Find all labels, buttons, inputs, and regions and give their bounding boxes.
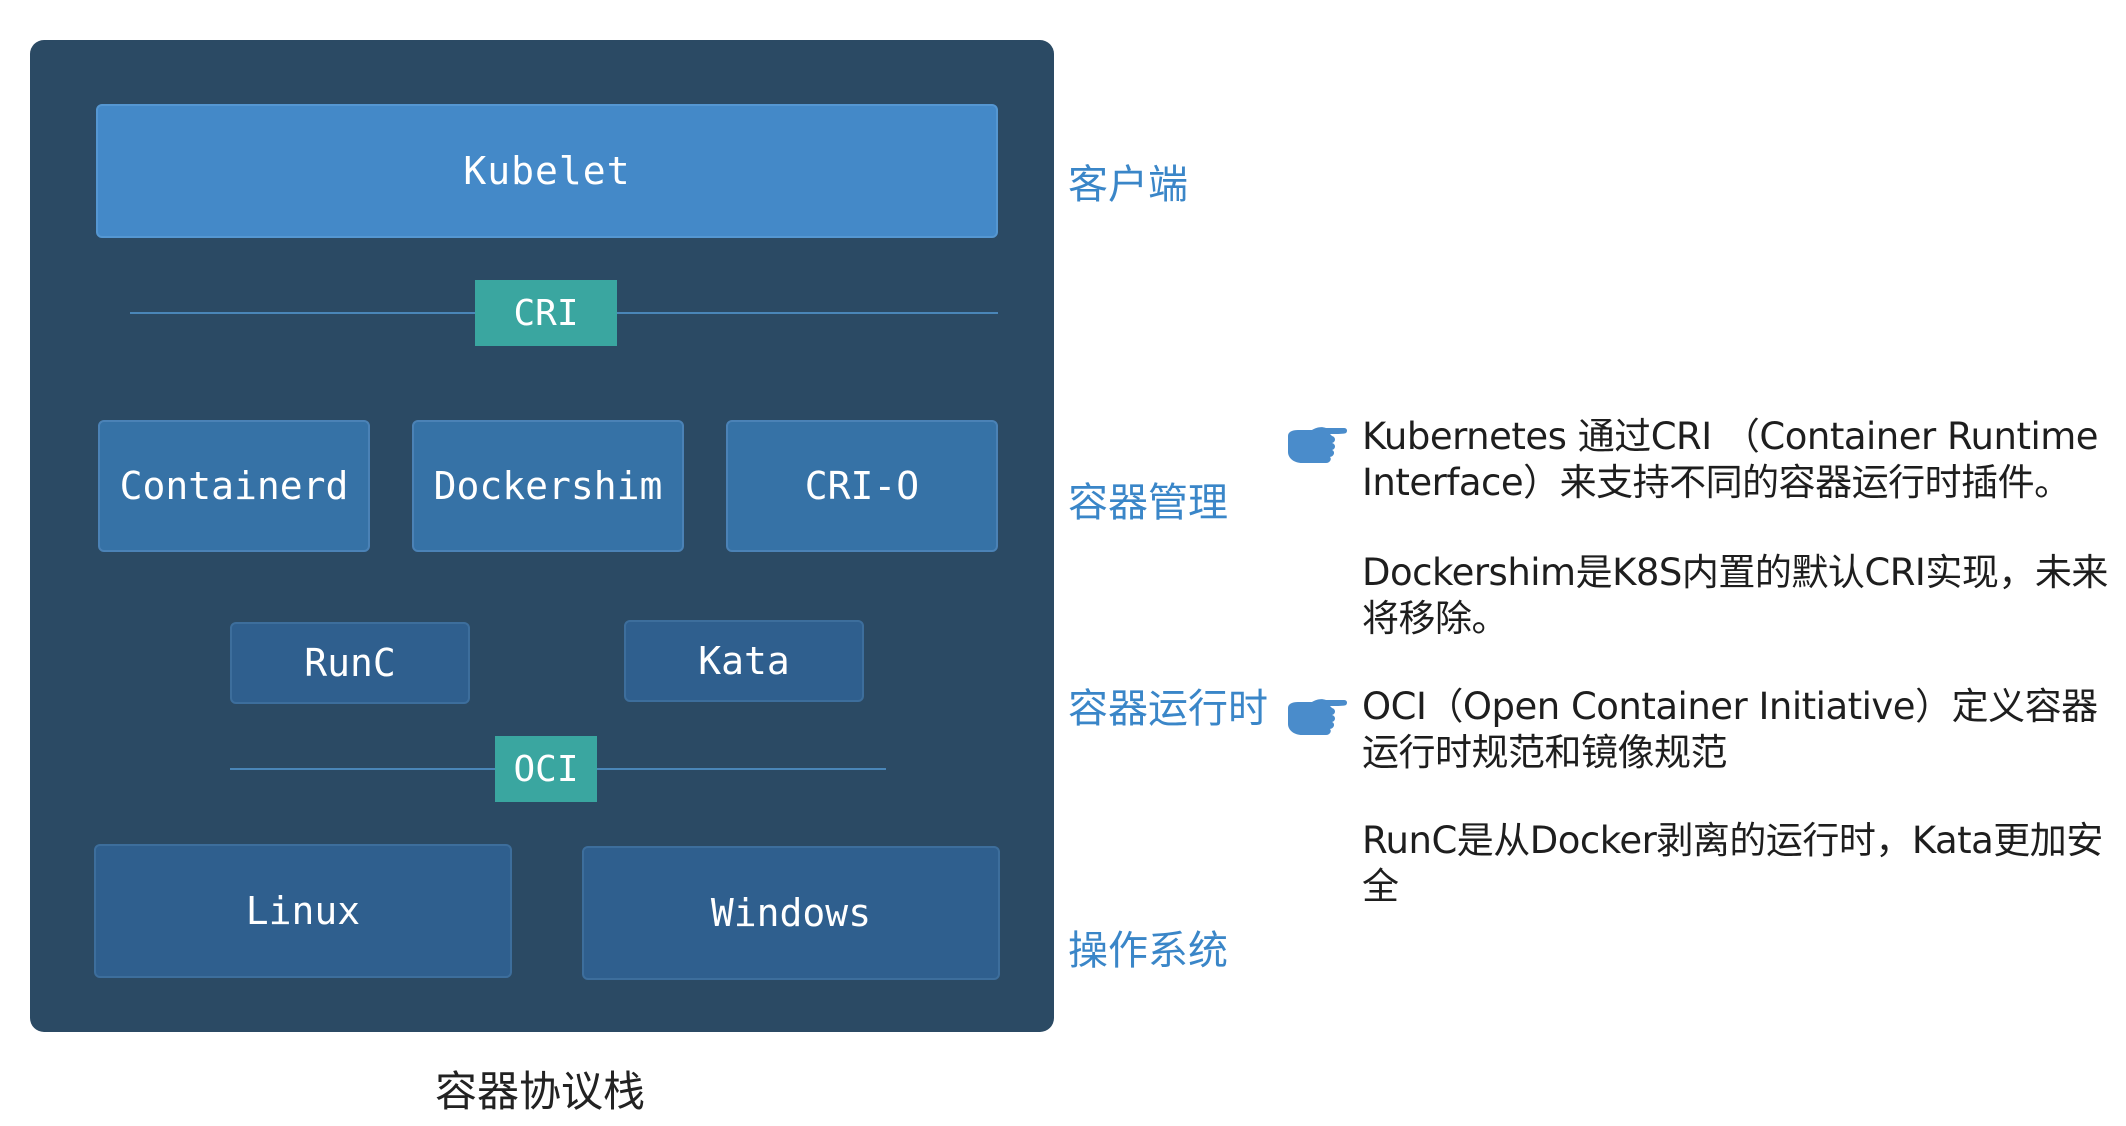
runc-box: RunC	[230, 622, 470, 704]
windows-box: Windows	[582, 846, 1000, 980]
linux-box: Linux	[94, 844, 512, 978]
oci-note: OCI（Open Container Initiative）定义容器 运行时规范…	[1362, 684, 2124, 776]
dockershim-note: Dockershim是K8S内置的默认CRI实现，未来 将移除。	[1362, 550, 2124, 642]
oci-note-line-2: 运行时规范和镜像规范	[1362, 731, 1728, 774]
dockershim-note-line-2: 将移除。	[1362, 597, 1509, 640]
cri-note-line-1: Kubernetes 通过CRI （Container Runtime	[1362, 415, 2099, 458]
dockershim-box: Dockershim	[412, 420, 684, 552]
pointing-hand-icon	[1288, 699, 1348, 735]
dockershim-note-line-1: Dockershim是K8S内置的默认CRI实现，未来	[1362, 551, 2108, 594]
pointing-hand-icon	[1288, 427, 1348, 463]
cri-note: Kubernetes 通过CRI （Container Runtime Inte…	[1362, 414, 2124, 506]
cri-o-box: CRI-O	[726, 420, 998, 552]
runc-note-line-2: 全	[1362, 865, 1399, 908]
stack-caption: 容器协议栈	[434, 1067, 645, 1116]
container-protocol-stack: Kubelet CRI Containerd Dockershim CRI-O …	[30, 40, 1054, 1032]
kubelet-box: Kubelet	[96, 104, 998, 238]
container-management-layer-label: 容器管理	[1068, 480, 1228, 526]
cri-tag: CRI	[475, 280, 617, 346]
container-runtime-layer-label: 容器运行时	[1068, 686, 1268, 732]
client-layer-label: 客户端	[1068, 162, 1188, 208]
oci-note-line-1: OCI（Open Container Initiative）定义容器	[1362, 685, 2098, 728]
oci-tag: OCI	[495, 736, 597, 802]
os-layer-label: 操作系统	[1068, 928, 1228, 974]
runc-note-line-1: RunC是从Docker剥离的运行时，Kata更加安	[1362, 819, 2103, 862]
containerd-box: Containerd	[98, 420, 370, 552]
kata-box: Kata	[624, 620, 864, 702]
cri-note-line-2: Interface）来支持不同的容器运行时插件。	[1362, 461, 2071, 504]
runc-note: RunC是从Docker剥离的运行时，Kata更加安 全	[1362, 818, 2124, 910]
